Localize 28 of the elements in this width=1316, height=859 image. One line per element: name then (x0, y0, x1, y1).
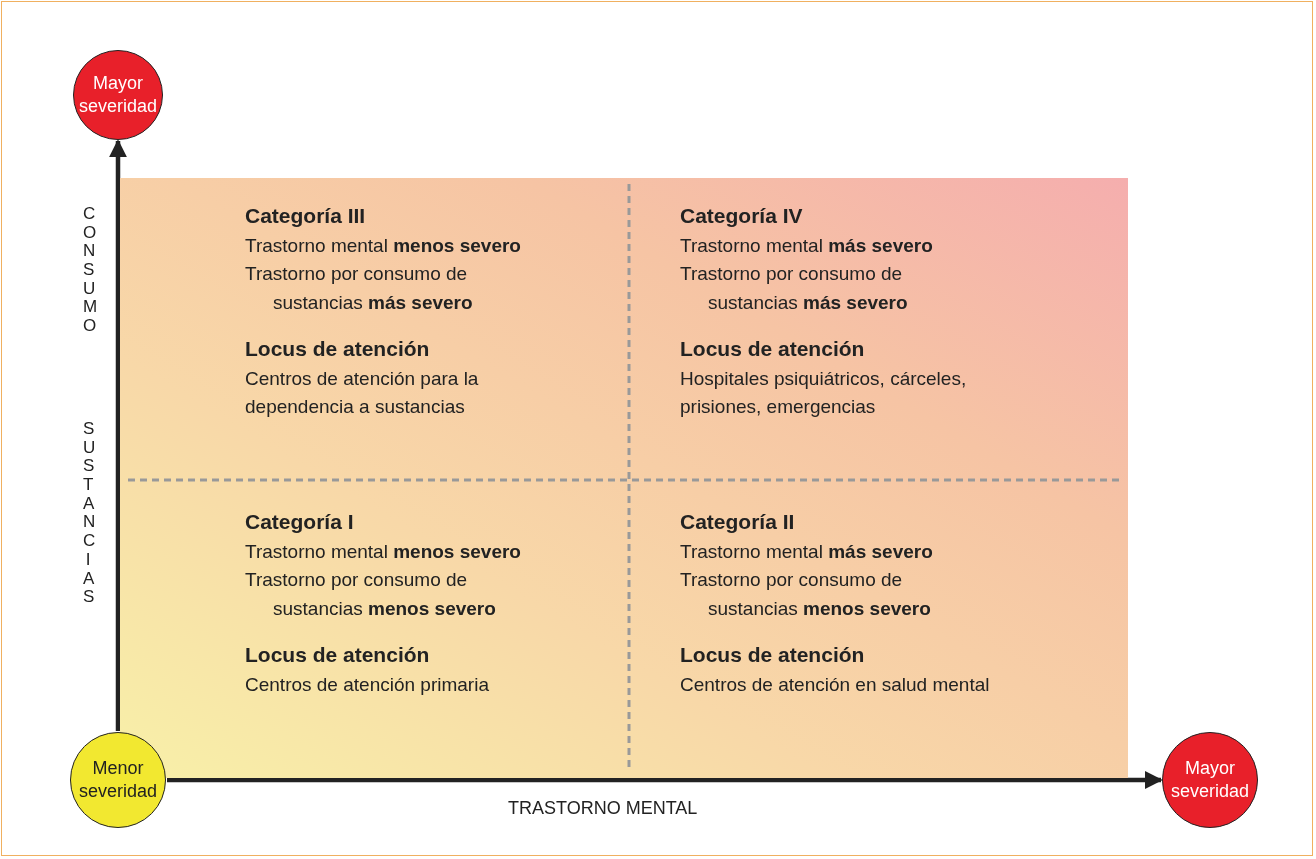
category-text: Trastorno por consumo de sustancias menos severo (680, 568, 932, 621)
category-heading: Locus de atención (245, 642, 431, 668)
category-heading: Locus de atención (680, 642, 866, 668)
axis-arrow (167, 771, 1163, 789)
category-text: Trastorno mental más severo (680, 539, 934, 564)
circle-label: Menor severidad (79, 756, 158, 803)
circle-label: Mayor severidad (1171, 756, 1250, 803)
category-text: Trastorno por consumo de sustancias más severo (680, 262, 909, 315)
category-heading: Categoría II (680, 509, 796, 535)
axis-label: SUSTANCIAS (83, 420, 100, 607)
axis-label: CONSUMO (83, 205, 100, 336)
circle-label: Mayor severidad (79, 71, 158, 118)
category-text: Centros de atención en salud mental (680, 672, 990, 697)
category-text: Trastorno mental menos severo (245, 233, 522, 258)
category-text: Trastorno por consumo de sustancias menos severo (245, 568, 497, 621)
category-heading: Locus de atención (245, 336, 431, 362)
category-heading: Categoría III (245, 203, 367, 229)
axis-arrow (109, 139, 127, 731)
category-text: Hospitales psiquiátricos, cárceles, prisiones, emergencias (680, 366, 968, 419)
category-heading: Categoría I (245, 509, 355, 535)
axis-label: TRASTORNO MENTAL (508, 798, 698, 819)
category-text: Centros de atención primaria (245, 672, 490, 697)
category-heading: Categoría IV (680, 203, 804, 229)
category-text: Trastorno por consumo de sustancias más severo (245, 262, 474, 315)
category-heading: Locus de atención (680, 336, 866, 362)
category-text: Centros de atención para la dependencia a sustancias (245, 366, 480, 419)
category-text: Trastorno mental más severo (680, 233, 934, 258)
category-text: Trastorno mental menos severo (245, 539, 522, 564)
